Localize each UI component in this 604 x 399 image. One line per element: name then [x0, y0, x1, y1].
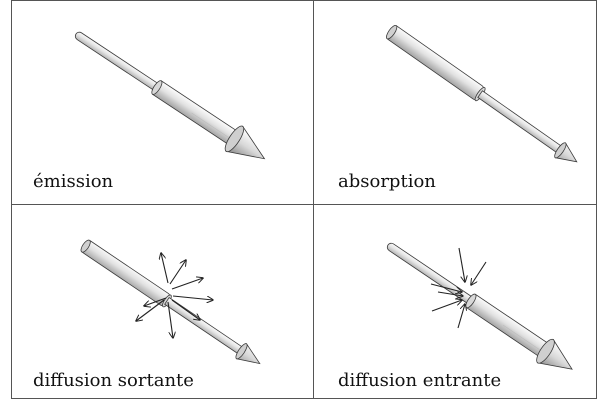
- grid-frame: [11, 0, 597, 399]
- outer-border: [11, 0, 597, 399]
- label-emission: émission: [33, 171, 114, 192]
- arrow-icon: [74, 31, 266, 160]
- scatter-rays-inward: [430, 247, 487, 329]
- label-absorption: absorption: [338, 171, 436, 192]
- arrow-icon: [386, 24, 578, 163]
- scatter-rays-outward: [136, 253, 213, 338]
- label-diffusion-sortante: diffusion sortante: [33, 370, 194, 391]
- arrow-icon: [386, 242, 573, 370]
- label-diffusion-entrante: diffusion entrante: [338, 370, 502, 391]
- arrow-icon: [80, 239, 261, 365]
